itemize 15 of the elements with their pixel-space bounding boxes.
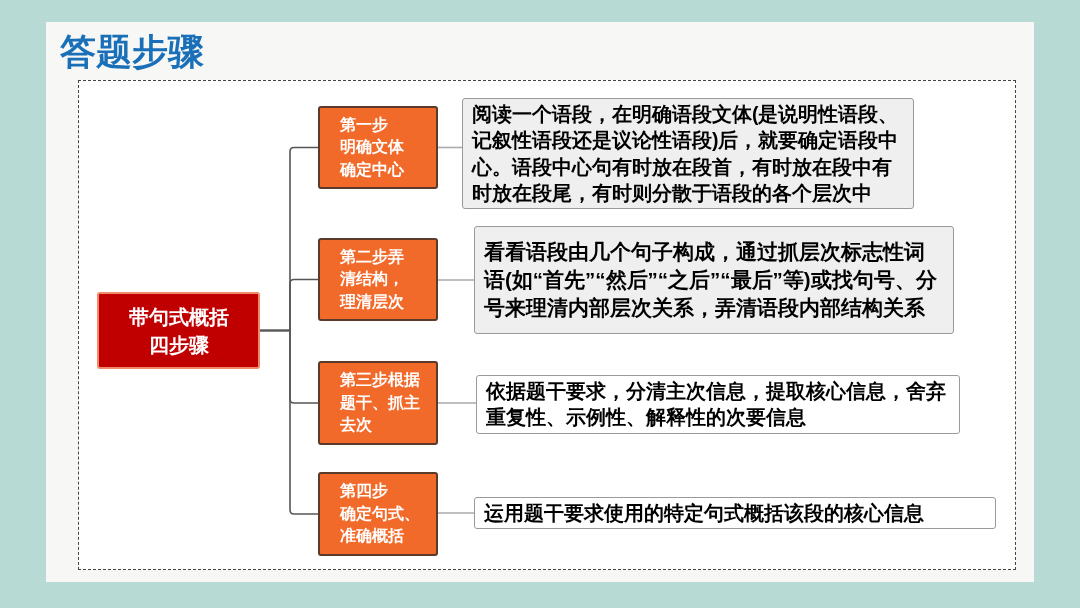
step-box: 第二步弄清结构，理清层次 [318,238,438,321]
description-box: 运用题干要求使用的特定句式概括该段的核心信息 [474,497,996,530]
step-box: 第四步 确定句式、准确概括 [318,472,438,556]
connector-line [437,279,475,281]
root-box: 带句式概括四步骤 [97,292,260,369]
description-box: 依据题干要求，分清主次信息，提取核心信息，舍弃重复性、示例性、解释性的次要信息 [476,375,960,434]
title: 答题步骤 [60,29,204,74]
connector-line [437,512,475,514]
connector-line [437,146,463,149]
description-box: 看看语段由几个句子构成，通过抓层次标志性词语(如“首先”“然后”“之后”“最后”等)或找句号、分号来理清内部层次关系，弄清语段内部结构关系 [474,226,954,334]
connector-line [437,402,477,404]
description-box: 阅读一个语段，在明确语段文体(是说明性语段、记叙性语段还是议论性语段)后，就要确定语段中心。语段中心句有时放在段首，有时放在段中有时放在段尾，有时则分散于语段的各个层次中 [462,98,914,210]
step-box: 第一步 明确文体确定中心 [318,106,438,189]
step-box: 第三步根据题干、抓主去次 [318,361,438,445]
connector-line [259,329,319,515]
